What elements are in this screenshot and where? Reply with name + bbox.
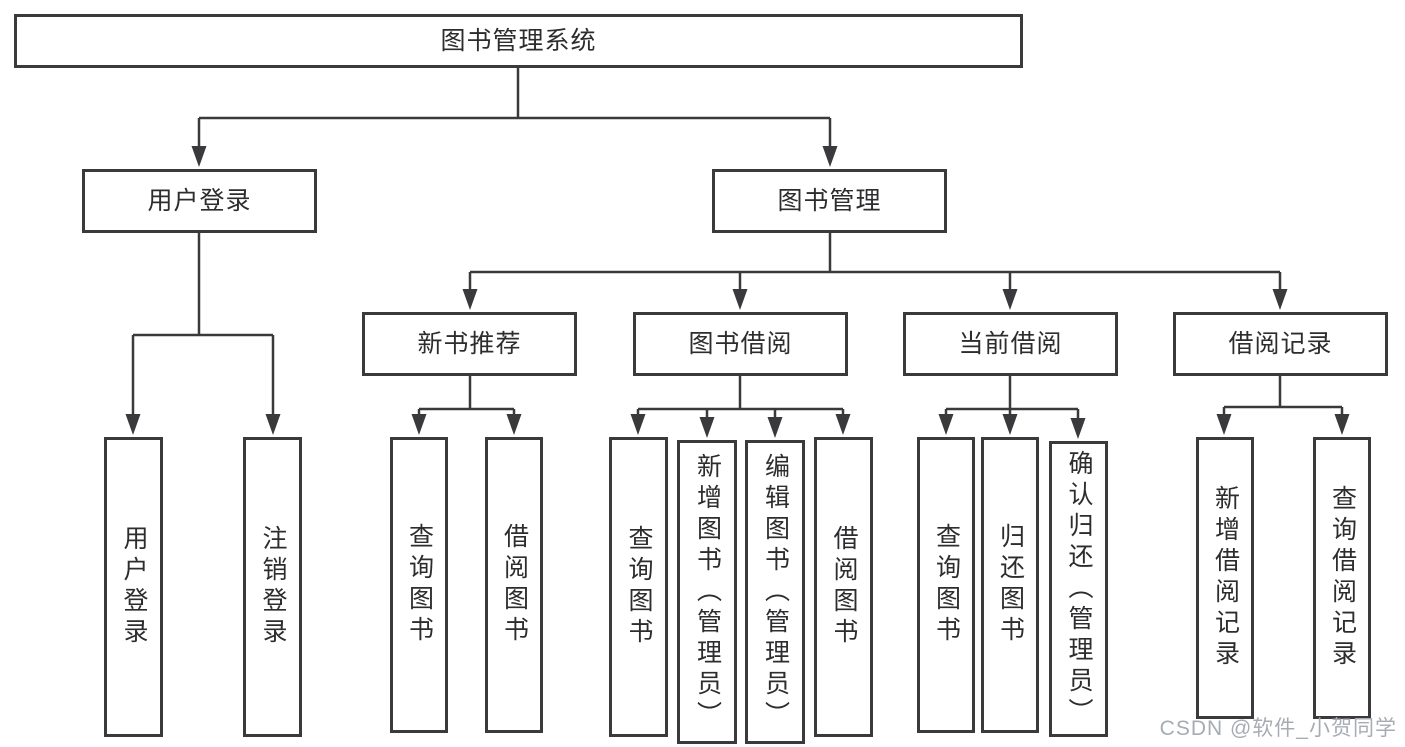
node-book-management: 图书管理 [712, 169, 947, 233]
csdn-watermark: CSDN @软件_小贺同学 [1159, 717, 1397, 740]
leaf-user-login: 用户登录 [104, 437, 163, 737]
node-label: 查询图书 [932, 523, 961, 647]
node-label: 查询图书 [405, 523, 434, 647]
node-label: 新增图书（管理员） [693, 452, 722, 732]
leaf-query-books-3: 查询图书 [917, 437, 975, 733]
node-label: 图书借阅 [688, 329, 793, 358]
leaf-query-books-2: 查询图书 [609, 437, 668, 737]
node-borrow-records: 借阅记录 [1173, 312, 1388, 376]
node-label: 用户登录 [120, 525, 148, 649]
node-label: 确认归还（管理员） [1065, 449, 1093, 729]
node-root-library-system: 图书管理系统 [14, 14, 1023, 68]
node-label: 借阅图书 [830, 525, 858, 649]
leaf-edit-books-admin: 编辑图书（管理员） [745, 440, 805, 744]
node-book-borrowing: 图书借阅 [633, 312, 848, 376]
leaf-borrow-books-2: 借阅图书 [814, 437, 873, 737]
node-label: 借阅图书 [500, 523, 529, 647]
node-current-borrowing: 当前借阅 [903, 312, 1118, 376]
node-label: 注销登录 [259, 525, 287, 649]
node-label: 当前借阅 [958, 329, 1063, 358]
arrowheads [125, 146, 1350, 439]
node-label: 新书推荐 [417, 329, 522, 358]
node-label: 归还图书 [996, 523, 1025, 647]
leaf-add-borrow-record: 新增借阅记录 [1196, 437, 1254, 719]
leaf-confirm-return-admin: 确认归还（管理员） [1049, 441, 1108, 737]
node-label: 查询借阅记录 [1328, 485, 1357, 671]
node-label: 新增借阅记录 [1211, 485, 1240, 671]
leaf-query-borrow-record: 查询借阅记录 [1313, 437, 1371, 719]
node-label: 用户登录 [147, 186, 252, 215]
leaf-add-books-admin: 新增图书（管理员） [677, 440, 737, 744]
leaf-query-books-1: 查询图书 [390, 437, 448, 733]
leaf-return-books: 归还图书 [981, 437, 1039, 733]
node-label: 图书管理系统 [440, 26, 597, 55]
node-new-book-recommend: 新书推荐 [362, 312, 577, 376]
node-label: 查询图书 [625, 525, 653, 649]
leaf-logout: 注销登录 [243, 437, 302, 737]
leaf-borrow-books-1: 借阅图书 [485, 437, 543, 733]
node-label: 图书管理 [777, 186, 882, 215]
node-user-login: 用户登录 [82, 169, 317, 233]
node-label: 借阅记录 [1228, 329, 1333, 358]
node-label: 编辑图书（管理员） [761, 452, 790, 732]
